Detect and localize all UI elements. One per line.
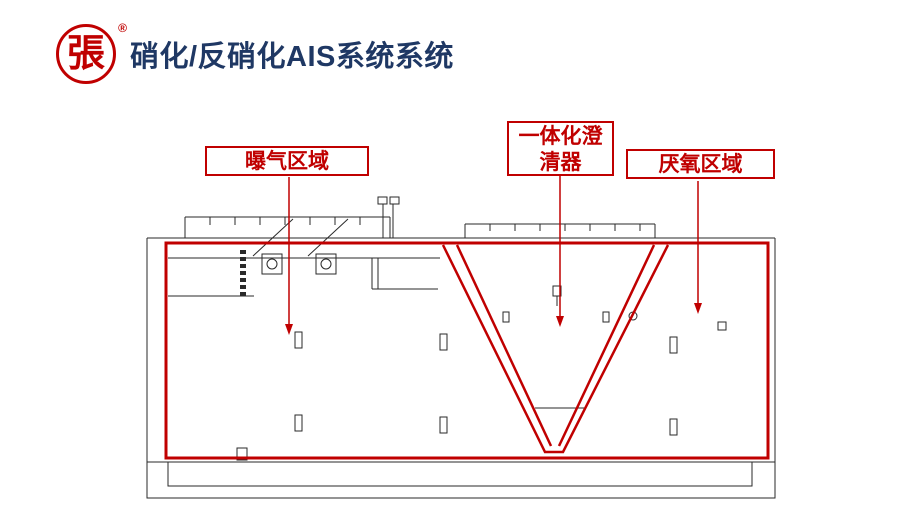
anaerobic-zone-arrow [694, 181, 702, 314]
brand-logo: 張 ® [56, 21, 127, 84]
header: 張 ® 硝化/反硝化AIS系统系统 [56, 21, 454, 84]
label-aeration-zone-text: 曝气区域 [245, 149, 329, 173]
tank-red-outline [164, 241, 770, 460]
callout-arrows [285, 176, 702, 335]
clarifier-funnel-outline [441, 244, 670, 454]
label-anaerobic-zone-text: 厌氧区域 [658, 152, 743, 176]
tank-black-structure [146, 196, 776, 499]
page-title: 硝化/反硝化AIS系统系统 [130, 41, 454, 73]
registered-trademark-icon: ® [118, 21, 127, 35]
label-aeration-zone: 曝气区域 [205, 146, 369, 176]
label-integrated-clarifier-text: 一体化澄清器 [518, 123, 603, 174]
label-integrated-clarifier: 一体化澄清器 [507, 121, 614, 176]
logo-seal-character: 張 [66, 33, 105, 75]
aeration-zone-arrow [285, 177, 293, 335]
clarifier-arrow [556, 176, 564, 327]
label-anaerobic-zone: 厌氧区域 [626, 149, 775, 179]
